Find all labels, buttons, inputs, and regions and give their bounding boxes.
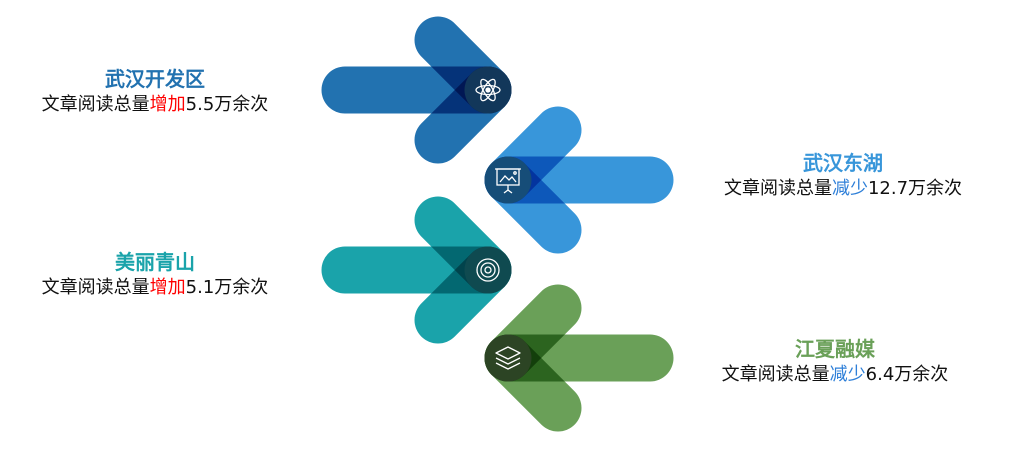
tip-circle (484, 334, 532, 382)
desc-prefix: 文章阅读总量 (721, 364, 830, 385)
item-description: 文章阅读总量减少12.7万余次 (688, 176, 998, 202)
label-meili-qingshan: 美丽青山 文章阅读总量增加5.1万余次 (0, 249, 310, 301)
label-wuhan-donghu: 武汉东湖 文章阅读总量减少12.7万余次 (688, 150, 998, 202)
atom-icon (475, 78, 501, 102)
tip-circle (484, 156, 532, 204)
change-word: 减少 (829, 364, 866, 385)
desc-value: 5.1万余次 (185, 277, 269, 298)
change-word: 减少 (831, 178, 868, 199)
desc-prefix: 文章阅读总量 (723, 178, 832, 199)
change-word: 增加 (149, 94, 186, 115)
item-description: 文章阅读总量减少6.4万余次 (680, 362, 990, 388)
item-title: 武汉开发区 (105, 67, 205, 91)
target-icon (476, 258, 500, 282)
desc-value: 5.5万余次 (185, 94, 269, 115)
desc-prefix: 文章阅读总量 (41, 277, 150, 298)
label-wuhan-kaifaqu: 武汉开发区 文章阅读总量增加5.5万余次 (0, 66, 310, 118)
desc-value: 12.7万余次 (867, 178, 963, 199)
presentation-icon (495, 168, 521, 194)
item-title: 武汉东湖 (803, 151, 883, 175)
item-title: 江夏融媒 (795, 337, 875, 361)
desc-value: 6.4万余次 (865, 364, 949, 385)
item-description: 文章阅读总量增加5.1万余次 (0, 275, 310, 301)
label-jiangxia-rongmei: 江夏融媒 文章阅读总量减少6.4万余次 (680, 336, 990, 388)
desc-prefix: 文章阅读总量 (41, 94, 150, 115)
change-word: 增加 (149, 277, 186, 298)
item-description: 文章阅读总量增加5.5万余次 (0, 92, 310, 118)
layers-icon (495, 346, 521, 370)
tip-circle (464, 246, 512, 294)
item-title: 美丽青山 (115, 250, 195, 274)
